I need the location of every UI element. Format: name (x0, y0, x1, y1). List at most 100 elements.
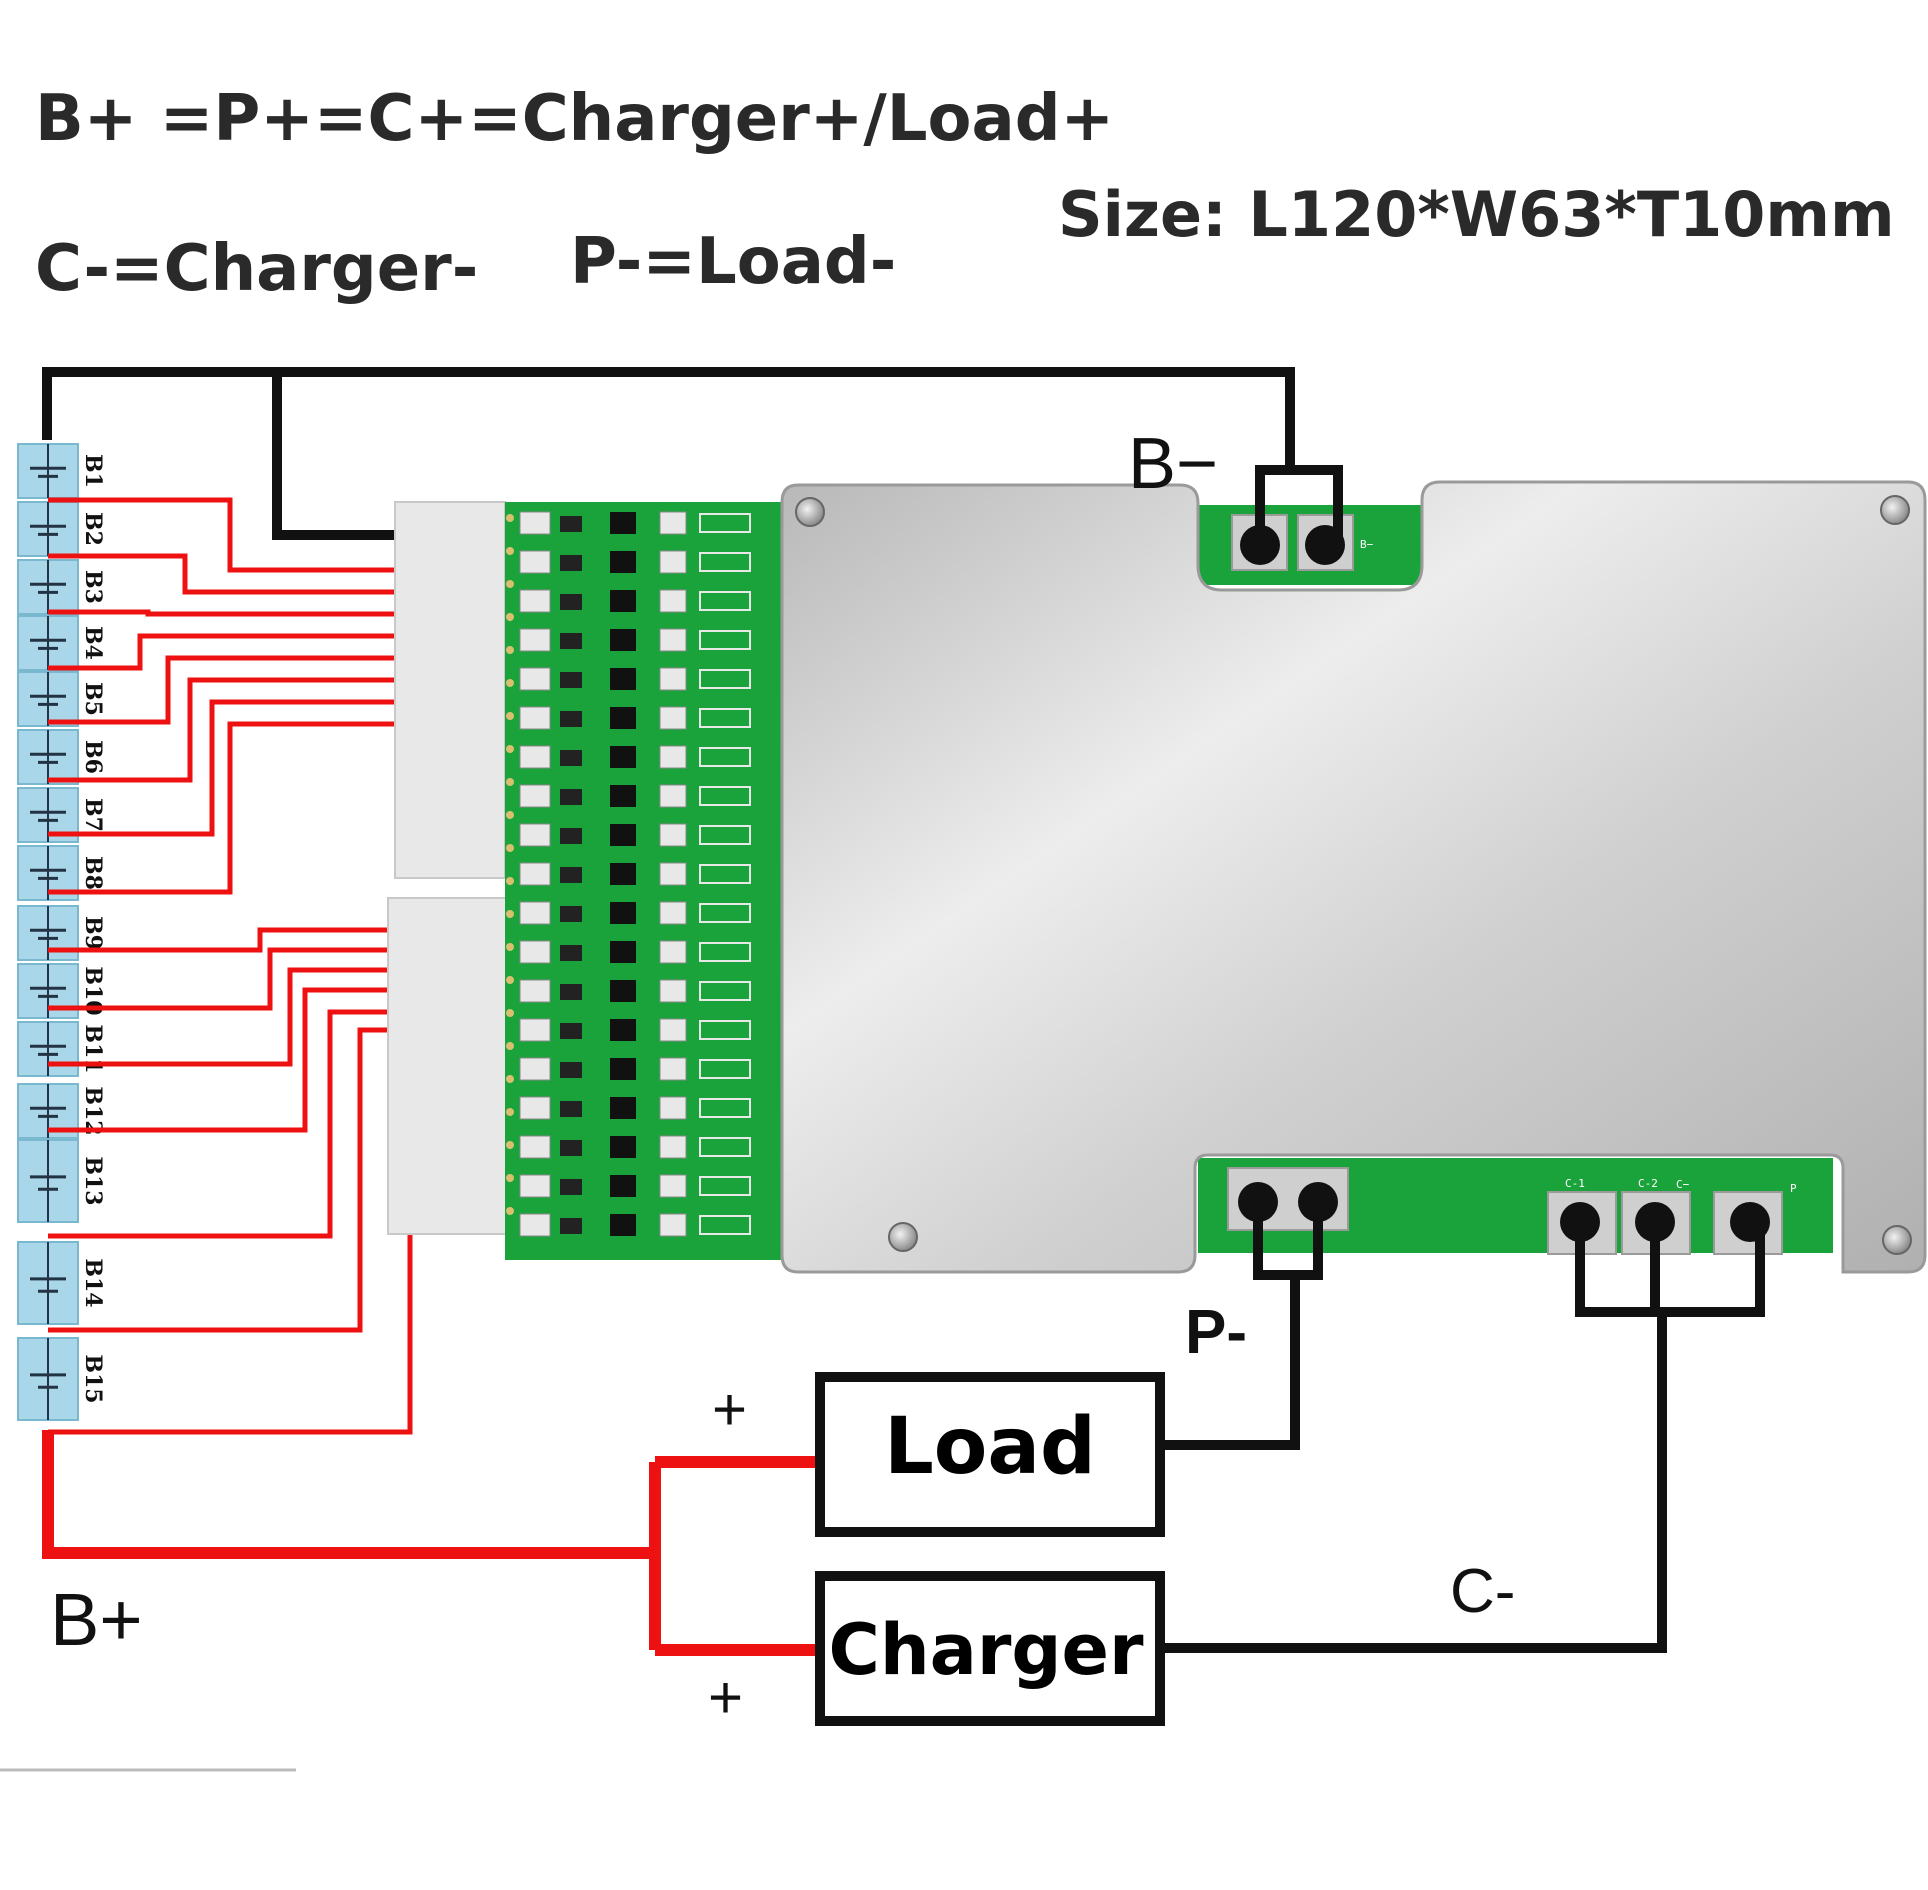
pcb-component (610, 863, 636, 885)
c-minus-wire (1160, 1222, 1765, 1653)
heatsink-screws (795, 495, 1912, 1255)
pcb-component (659, 511, 687, 535)
balance-wire (48, 553, 470, 595)
pad-c2-label: C-2 (1638, 1177, 1658, 1190)
header-charger-minus: C-=Charger- (35, 232, 478, 306)
b-minus-dot-2 (1305, 525, 1345, 565)
pcb-component (560, 1062, 582, 1078)
screw-top-right (1880, 495, 1910, 525)
pcb-pin (506, 844, 514, 852)
pcb-component (610, 1058, 636, 1080)
balance-wire (48, 721, 470, 895)
pcb-component (699, 669, 751, 689)
pcb-component (519, 511, 551, 535)
screw-top-left (795, 497, 825, 527)
pcb-component (699, 1137, 751, 1157)
pcb-pin (506, 811, 514, 819)
pcb-component (699, 747, 751, 767)
pcb-component (610, 902, 636, 924)
cell-label: B5 (80, 682, 106, 716)
pcb-pin (506, 580, 514, 588)
battery-cell: B13 (17, 1139, 106, 1223)
pcb-component (699, 1215, 751, 1235)
pcb-component (560, 516, 582, 532)
cell-label: B4 (80, 626, 106, 660)
balance-wire (48, 633, 470, 671)
screw-bottom-right (1882, 1225, 1912, 1255)
connector-housing-upper (394, 501, 506, 879)
pcb-component (519, 1135, 551, 1159)
pcb-component (610, 1019, 636, 1041)
header-line1: B+ =P+=C+=Charger+/Load+ (35, 82, 1114, 156)
c-minus-silk-label: C− (1676, 1178, 1690, 1191)
pcb-component (699, 552, 751, 572)
cell-label: B1 (80, 454, 106, 488)
pcb-component (519, 706, 551, 730)
b-plus-wire (42, 1430, 820, 1656)
pcb-component (659, 1174, 687, 1198)
pcb-component (659, 862, 687, 886)
cell-label: B8 (80, 856, 106, 890)
pcb-pin (506, 613, 514, 621)
header-load-minus: P-=Load- (570, 225, 896, 299)
pcb-component (699, 708, 751, 728)
p-minus-label: P- (1185, 1298, 1247, 1367)
balance-wire (48, 655, 470, 725)
pcb-component (560, 672, 582, 688)
balance-wire (48, 967, 470, 1067)
pcb-component (519, 784, 551, 808)
pcb-component (659, 979, 687, 1003)
pcb-component (659, 1096, 687, 1120)
cell-label: B7 (80, 798, 106, 832)
battery-cell: B6 (17, 729, 106, 785)
load-label: Load (884, 1402, 1096, 1492)
header-size: Size: L120*W63*T10mm (1058, 178, 1895, 251)
pcb-component (560, 594, 582, 610)
pcb-component (519, 745, 551, 769)
balance-wire (48, 927, 470, 953)
cell-label: B3 (80, 570, 106, 604)
pcb-component (560, 1179, 582, 1195)
pcb-component (699, 825, 751, 845)
pcb-component (519, 1018, 551, 1042)
pcb-component (659, 784, 687, 808)
cell-label: B14 (80, 1258, 106, 1307)
pcb-component (560, 945, 582, 961)
balance-wires (48, 497, 470, 1435)
pcb-component (560, 1101, 582, 1117)
pcb-component (560, 1218, 582, 1234)
charger-label: Charger (828, 1609, 1144, 1691)
connector-label: CON9 (442, 1244, 469, 1257)
pcb-component (699, 1059, 751, 1079)
pcb-pin (506, 547, 514, 555)
pcb-component (519, 823, 551, 847)
cell-label: B15 (80, 1354, 106, 1403)
pcb-component (610, 1175, 636, 1197)
battery-cell: B14 (17, 1241, 106, 1325)
battery-cell: B2 (17, 501, 106, 557)
pcb-component (699, 942, 751, 962)
battery-cell: B4 (17, 615, 106, 671)
pcb-pin (506, 1174, 514, 1182)
cell-label: B12 (80, 1086, 106, 1135)
pcb-component (699, 1020, 751, 1040)
pcb-pin (506, 943, 514, 951)
b-minus-dot-1 (1240, 525, 1280, 565)
pcb-component (560, 1023, 582, 1039)
pcb-component (659, 901, 687, 925)
pcb-component (610, 629, 636, 651)
pcb-pin (506, 976, 514, 984)
pcb-component (519, 628, 551, 652)
pcb-component (519, 589, 551, 613)
pcb-component (560, 906, 582, 922)
balance-wire (48, 699, 470, 837)
pcb-component (610, 1136, 636, 1158)
cell-label: B2 (80, 512, 106, 546)
battery-cell: B1 (17, 443, 106, 499)
b-minus-terminal-wire (1255, 465, 1343, 545)
pcb-component (519, 550, 551, 574)
pcb-component (659, 940, 687, 964)
pcb-pin (506, 745, 514, 753)
